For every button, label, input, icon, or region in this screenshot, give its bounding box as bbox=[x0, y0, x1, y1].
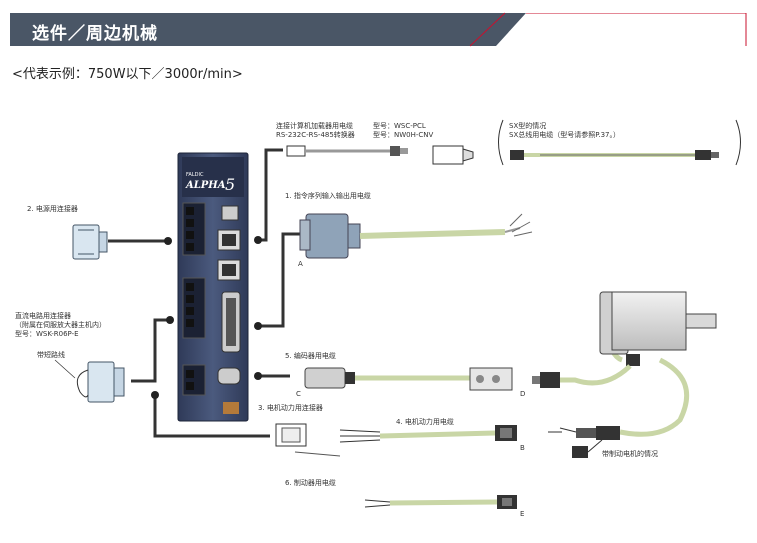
header-subtitle-frame bbox=[496, 13, 746, 46]
servo-amplifier: FALDIC ALPHA 5 bbox=[177, 152, 249, 422]
label-encoder: 5. 编码器用电缆 bbox=[285, 351, 336, 360]
label-dc-3: 型号：WSK-R06P-E bbox=[15, 329, 79, 338]
label-short-line: 带短路线 bbox=[37, 350, 65, 359]
dc-connector bbox=[76, 361, 125, 403]
header-bar: 选件／周边机械 Option/Peripheral Equipment bbox=[10, 13, 746, 46]
label-sx-1: SX型的情况 bbox=[509, 121, 546, 130]
label-brake-cable: 6. 制动器用电缆 bbox=[285, 478, 336, 487]
mark-b: B bbox=[520, 444, 525, 452]
mark-a: A bbox=[298, 260, 303, 268]
amp-brand: ALPHA bbox=[185, 180, 226, 191]
page-subtitle: <代表示例：750W以下／3000r/min> bbox=[12, 67, 243, 82]
header-subtitle-en: Option/Peripheral Equipment bbox=[525, 22, 680, 36]
label-pc-cable-2: RS-232C-RS-485转换器 bbox=[276, 130, 355, 139]
motor-cable bbox=[339, 425, 517, 443]
servo-motor bbox=[532, 291, 717, 458]
label-dc-1: 直流电路用连接器 bbox=[15, 311, 71, 320]
cmd-cable bbox=[299, 213, 533, 259]
header-subtitle-box: Option/Peripheral Equipment bbox=[496, 13, 746, 46]
page-title: 选件／周边机械 bbox=[32, 24, 158, 44]
mark-e: E bbox=[520, 510, 524, 518]
amp-brand-num: 5 bbox=[225, 175, 235, 194]
sx-bus-cable bbox=[510, 150, 719, 160]
encoder-cable bbox=[304, 367, 513, 391]
sx-bracket-left bbox=[498, 119, 504, 166]
label-dc-2: （附属在伺服放大器主机内） bbox=[15, 320, 106, 329]
label-motor-conn: 3. 电机动力用连接器 bbox=[258, 403, 323, 412]
label-pc-model-1: 型号：WSC-PCL bbox=[373, 121, 426, 130]
brake-cable bbox=[364, 495, 517, 509]
sx-bracket-right bbox=[735, 119, 741, 166]
short-line-pointer bbox=[54, 359, 76, 379]
mark-d: D bbox=[520, 390, 525, 398]
amp-brand-small: FALDIC bbox=[186, 172, 204, 178]
connection-dots bbox=[151, 236, 262, 399]
label-motor-cable: 4. 电机动力用电缆 bbox=[396, 417, 454, 426]
label-pc-model-2: 型号：NW0H-CNV bbox=[373, 130, 434, 139]
label-cmd-cable: 1. 指令序列输入输出用电缆 bbox=[285, 191, 371, 200]
pc-loader-cable bbox=[286, 145, 474, 165]
connection-lines bbox=[108, 148, 300, 438]
header-accent-lines bbox=[469, 12, 747, 47]
mark-c: C bbox=[296, 390, 301, 398]
label-brake-motor: 带制动电机的情况 bbox=[602, 449, 658, 458]
motor-connector bbox=[275, 423, 341, 457]
power-connector bbox=[72, 224, 108, 260]
label-sx-2: SX总线用电缆（型号请参照P.37。） bbox=[509, 130, 620, 139]
label-power-conn: 2. 电源用连接器 bbox=[27, 204, 78, 213]
label-pc-cable-1: 连接计算机加载器用电缆 bbox=[276, 121, 353, 130]
